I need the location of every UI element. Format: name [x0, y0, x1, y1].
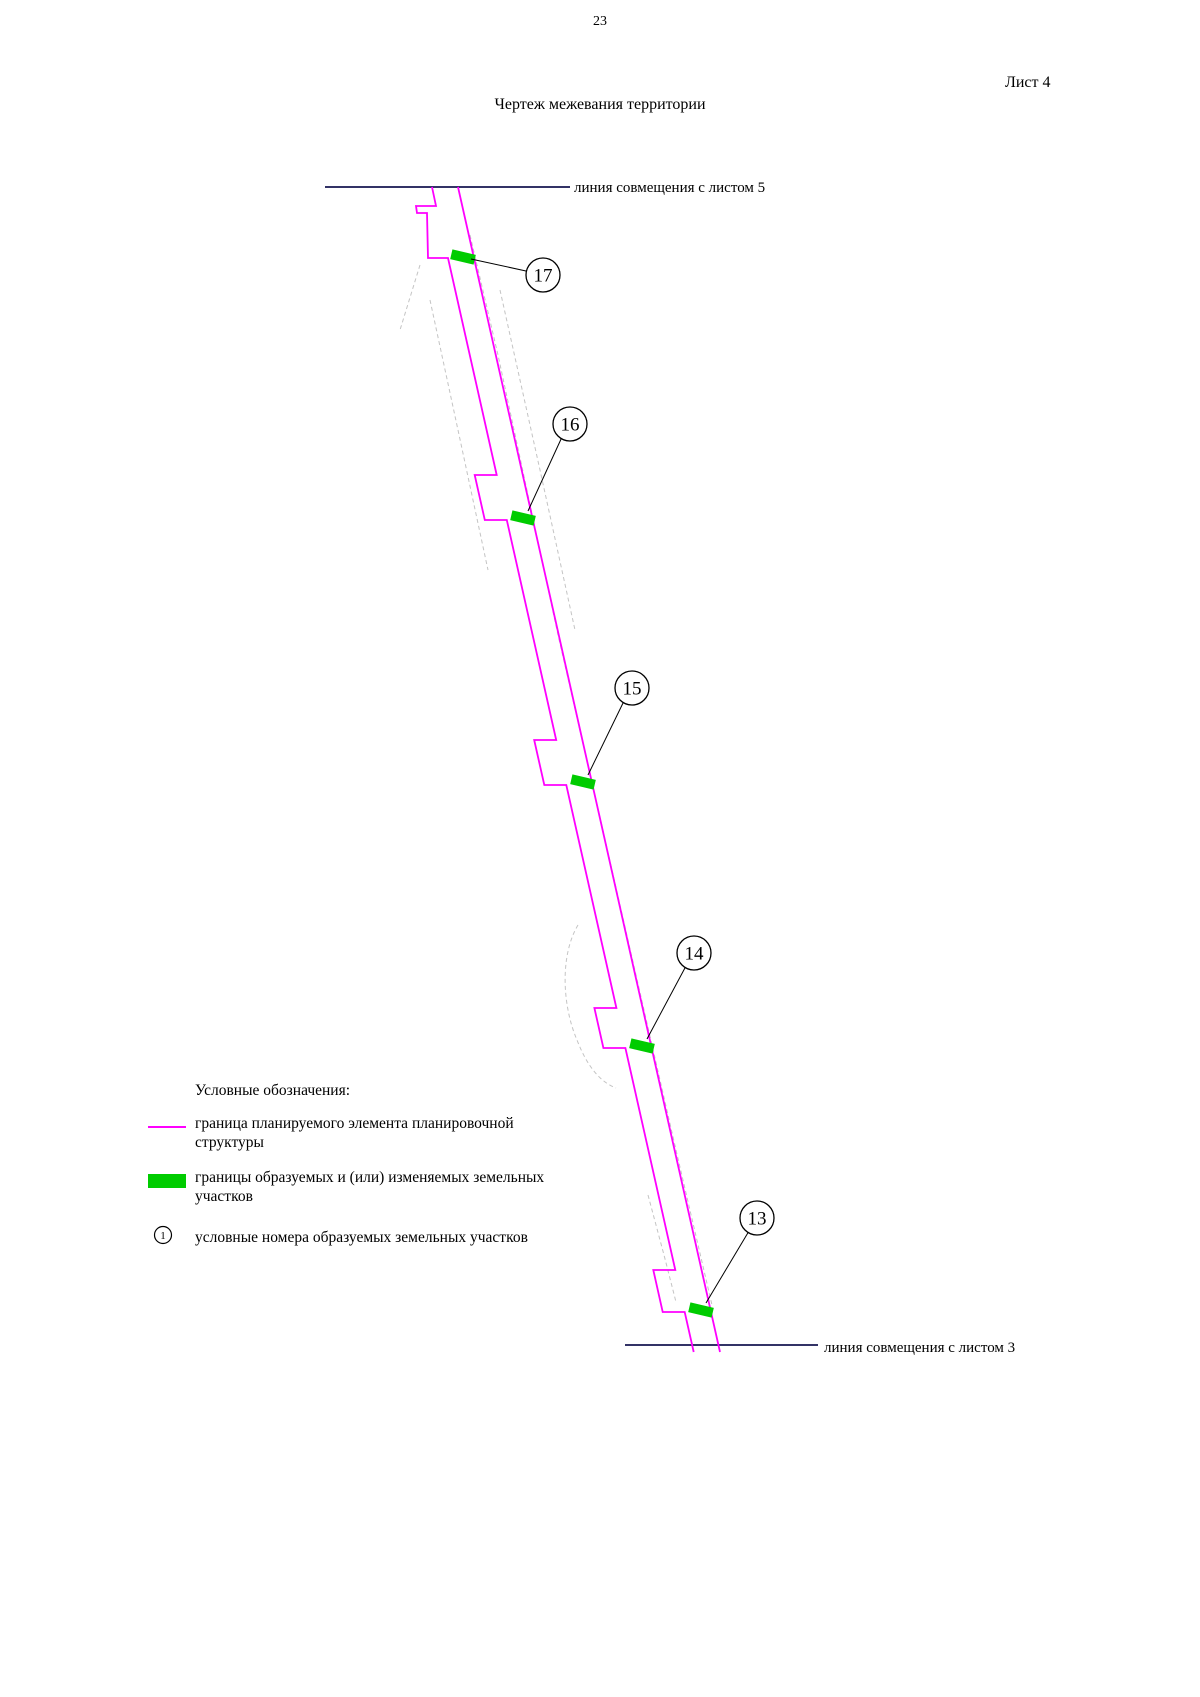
parcel-number-circle — [739, 1200, 775, 1236]
cadastral-background-lines — [399, 234, 713, 1306]
page-number: 23 — [593, 14, 607, 29]
cadastral-line — [564, 924, 617, 1089]
parcel-number: 15 — [623, 679, 642, 700]
parcel-number: 16 — [561, 415, 580, 436]
parcel-16: 16 — [510, 406, 588, 526]
match-line-bottom-label: линия совмещения с листом 3 — [824, 1340, 1016, 1356]
leader-line — [587, 700, 625, 776]
legend-parcel-boundary-swatch — [148, 1174, 186, 1188]
parcel-boundary-mark — [570, 774, 596, 790]
parcel-boundary-mark — [450, 249, 476, 265]
parcel-number-circle — [676, 935, 712, 971]
cadastral-line — [499, 289, 576, 631]
parcel-17: 17 — [450, 249, 561, 293]
legend-title: Условные обозначения: — [195, 1082, 351, 1099]
cadastral-line — [647, 1194, 677, 1303]
cadastral-line — [469, 234, 713, 1306]
cadastral-line — [399, 264, 421, 331]
match-line-top-label: линия совмещения с листом 5 — [574, 180, 766, 196]
leader-line — [527, 436, 563, 512]
planning-boundary-right — [457, 186, 721, 1353]
planning-boundary-left — [414, 186, 695, 1353]
legend-parcel-number-label: условные номера образуемых земельных уча… — [195, 1229, 528, 1246]
parcel-number-circle — [552, 406, 588, 442]
legend-parcel-number-swatch: 1 — [153, 1225, 173, 1245]
parcel-number: 13 — [748, 1209, 767, 1230]
parcel-number: 17 — [534, 266, 553, 287]
sheet-label: Лист 4 — [1005, 74, 1051, 91]
legend-parcel-number-circle — [153, 1225, 173, 1245]
leader-line — [470, 258, 527, 272]
parcel-number: 14 — [685, 944, 705, 965]
legend-parcel-number-sample: 1 — [160, 1230, 166, 1242]
parcel-15: 15 — [570, 670, 650, 790]
parcel-boundary-mark — [510, 510, 536, 526]
parcel-boundary-mark — [688, 1302, 714, 1318]
legend-boundary-line-label: граница планируемого элемента планировоч… — [195, 1115, 514, 1152]
legend-boundary-line-swatch — [148, 1126, 186, 1128]
parcel-14: 14 — [629, 935, 712, 1054]
legend-parcel-boundary-sample — [148, 1174, 186, 1188]
parcel-boundary-mark — [629, 1038, 655, 1054]
parcel-13: 13 — [688, 1200, 775, 1318]
page-title: Чертеж межевания территории — [494, 96, 706, 113]
cadastral-line — [429, 299, 489, 571]
parcel-number-circle — [614, 670, 650, 706]
leader-line — [646, 965, 687, 1040]
parcel-number-circle — [525, 257, 561, 293]
leader-line — [705, 1230, 750, 1304]
legend-parcel-boundary-label: границы образуемых и (или) изменяемых зе… — [195, 1169, 545, 1206]
